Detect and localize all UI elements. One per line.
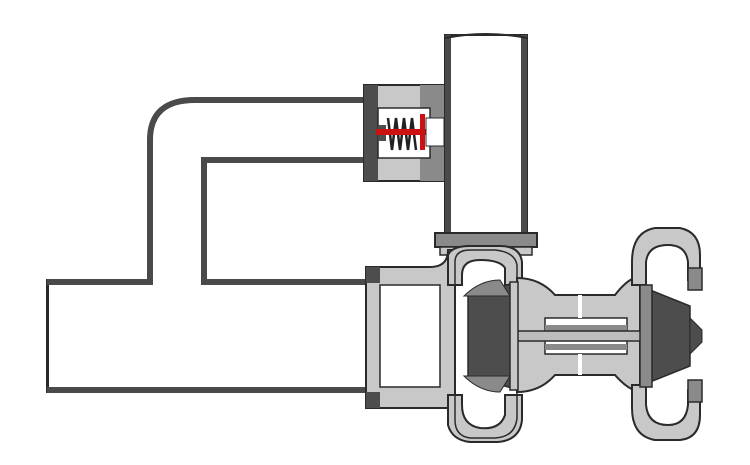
turbine-wheel-hub (649, 288, 691, 384)
compressor-housing (447, 245, 523, 443)
turbine-wheel-icon (639, 284, 703, 388)
bearing-top (545, 325, 627, 331)
blow-off-valve (363, 84, 447, 182)
main-pipe-left-end (47, 285, 49, 387)
turbine-housing-right-block-top (687, 267, 703, 291)
bypass-pipe (147, 97, 366, 287)
compressor-wheel-blade-bottom (462, 375, 511, 393)
valve-housing-left-flange (364, 85, 378, 181)
valve-seat (425, 117, 445, 147)
compressor-wheel-blade-top (462, 279, 511, 297)
outlet-pipe-body (444, 34, 528, 236)
compressor-wheel-hub (467, 283, 513, 389)
compressor-wheel-backplate (509, 281, 519, 391)
main-pipe-body (46, 279, 381, 393)
turbine-wheel-disc (639, 284, 653, 388)
compressor-volute-bottom (447, 394, 523, 443)
compressor-inlet-adapter (365, 249, 456, 422)
main-pipe-top-wall (47, 279, 367, 285)
compressor-wheel-icon (462, 279, 519, 393)
valve-piston (420, 114, 425, 150)
inlet-adapter-bore (379, 284, 441, 388)
turbine-housing-right-block-bottom (687, 379, 703, 403)
vertical-outlet-pipe (434, 33, 538, 256)
valve-stem (376, 129, 428, 135)
turbine-housing (631, 227, 703, 441)
outlet-pipe-left-wall (445, 35, 451, 235)
compressor-outer-shroud (454, 249, 518, 439)
outlet-pipe-right-wall (521, 35, 527, 235)
bearing-bottom (545, 344, 627, 350)
inlet-adapter-bottom-block (366, 392, 380, 408)
turbine-wheel-nose (689, 316, 703, 356)
bypass-pipe-inner-wall (201, 157, 366, 281)
inlet-adapter-top-block (366, 267, 380, 283)
outlet-pipe-flange (434, 232, 538, 248)
bypass-pipe-outer-wall (147, 97, 366, 281)
main-intake-pipe (46, 279, 381, 393)
compressor-volute-top (447, 245, 523, 286)
outlet-pipe-top-edge (444, 33, 528, 39)
main-pipe-bottom-wall (47, 387, 367, 393)
bypass-pipe-opening (153, 279, 201, 287)
